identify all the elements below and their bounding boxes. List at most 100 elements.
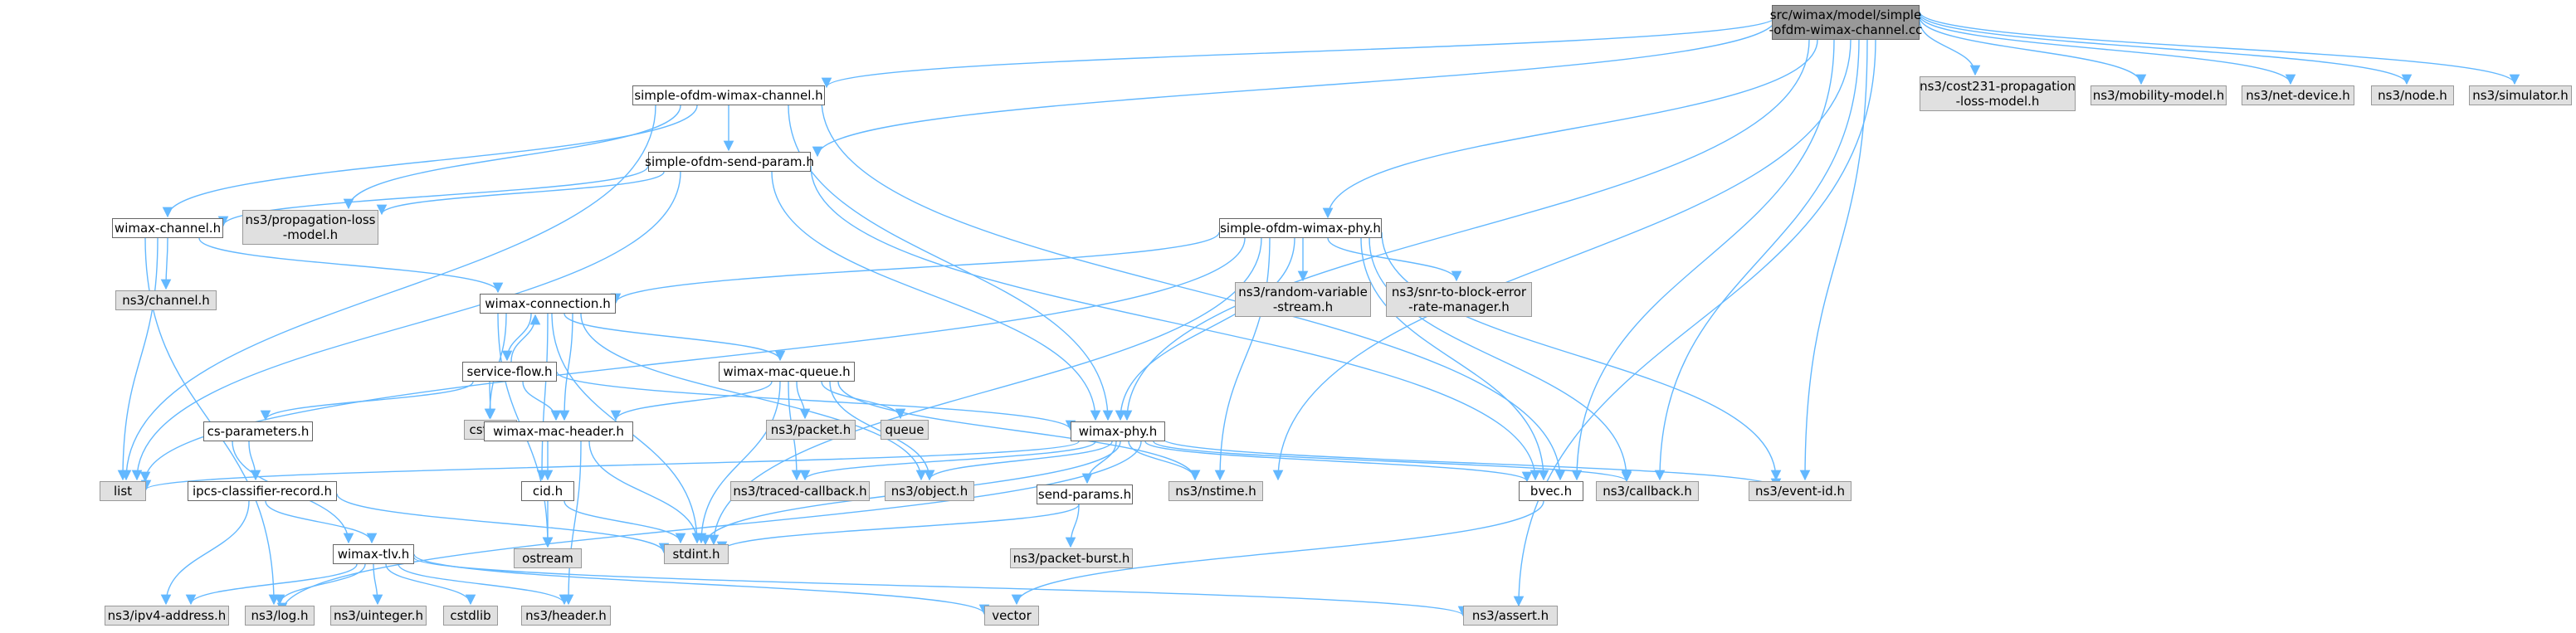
dependency-edge <box>139 237 1246 483</box>
dependency-edge <box>1011 500 1544 606</box>
node-propagation-loss-model[interactable]: ns3/propagation-loss -model.h <box>242 210 378 245</box>
node-cs-parameters-h[interactable]: cs-parameters.h <box>203 421 313 441</box>
dependency-edges <box>117 11 2520 617</box>
node-queue[interactable]: queue <box>881 420 929 440</box>
node-header-h[interactable]: ns3/header.h <box>521 606 611 626</box>
dependency-edge <box>376 171 665 216</box>
dependency-edge <box>1121 39 1810 421</box>
dependency-edge <box>372 563 383 606</box>
dependency-edge <box>385 563 476 606</box>
dependency-edge <box>413 557 1468 617</box>
node-root-file[interactable]: src/wimax/model/simple -ofdm-wimax-chann… <box>1769 5 1922 40</box>
node-event-id[interactable]: ns3/event-id.h <box>1749 481 1852 501</box>
node-ostream[interactable]: ostream <box>514 548 582 568</box>
dependency-edge <box>821 381 906 420</box>
node-simple-ofdm-wimax-channel-h[interactable]: simple-ofdm-wimax-channel.h <box>632 85 825 105</box>
node-callback-h[interactable]: ns3/callback.h <box>1596 481 1699 501</box>
dependency-edge <box>131 171 681 481</box>
node-wimax-connection-h[interactable]: wimax-connection.h <box>480 294 616 314</box>
dependency-edge <box>1799 39 1868 481</box>
dependency-edge <box>1115 237 1295 421</box>
node-cid-h[interactable]: cid.h <box>521 481 574 501</box>
dependency-edge <box>501 313 532 362</box>
dependency-edge <box>336 493 670 554</box>
dependency-edge <box>160 237 172 290</box>
dependency-edge <box>1327 237 1462 282</box>
node-stdint-h[interactable]: stdint.h <box>664 544 729 564</box>
dependency-edge <box>260 381 474 421</box>
node-random-variable-stream[interactable]: ns3/random-variable -stream.h <box>1235 282 1371 317</box>
dependency-edge <box>1381 231 1782 481</box>
node-bvec-h[interactable]: bvec.h <box>1519 481 1583 501</box>
dependency-edge <box>1919 11 2520 85</box>
node-net-device[interactable]: ns3/net-device.h <box>2242 85 2354 105</box>
node-list[interactable]: list <box>100 481 146 501</box>
dependency-edge <box>1513 39 1876 607</box>
dependency-edge <box>117 237 159 481</box>
dependency-edge <box>1272 39 1852 481</box>
dependency-edge <box>563 441 582 606</box>
dependency-edge <box>796 381 811 420</box>
dependency-edge <box>398 563 570 606</box>
dependency-edge <box>1128 441 1201 481</box>
dependency-edge <box>822 16 1777 89</box>
node-vector[interactable]: vector <box>984 606 1039 626</box>
dependency-edge <box>1144 441 1533 483</box>
dependency-edge <box>810 165 1541 481</box>
dependency-edge <box>1919 16 2147 85</box>
dependency-edge <box>564 313 786 362</box>
node-assert-h[interactable]: ns3/assert.h <box>1463 606 1558 626</box>
node-wimax-tlv-h[interactable]: wimax-tlv.h <box>333 544 414 564</box>
node-wimax-mac-queue-h[interactable]: wimax-mac-queue.h <box>719 362 855 382</box>
node-ipcs-classifier-record-h[interactable]: ipcs-classifier-record.h <box>188 481 337 501</box>
node-simple-ofdm-send-param-h[interactable]: simple-ofdm-send-param.h <box>645 152 814 172</box>
dependency-edge <box>1360 237 1549 481</box>
node-packet-burst[interactable]: ns3/packet-burst.h <box>1010 548 1133 568</box>
dependency-edge <box>343 105 681 210</box>
node-object-h[interactable]: ns3/object.h <box>885 481 974 501</box>
node-ipv4-address[interactable]: ns3/ipv4-address.h <box>105 606 229 626</box>
dependency-edge <box>274 563 366 606</box>
node-packet-h[interactable]: ns3/packet.h <box>766 420 856 440</box>
node-channel-h[interactable]: ns3/channel.h <box>115 290 217 310</box>
dependency-edge <box>1065 504 1080 548</box>
dependency-edge <box>1322 39 1818 219</box>
dependency-edge <box>771 171 1101 421</box>
dependency-edge <box>588 441 703 544</box>
dependency-edge <box>821 99 1566 481</box>
dependency-edge <box>610 381 773 421</box>
dependency-edge <box>564 500 686 544</box>
node-cstdlib[interactable]: cstdlib <box>443 606 498 626</box>
node-simulator[interactable]: ns3/simulator.h <box>2469 85 2572 105</box>
dependency-edge <box>799 441 1096 481</box>
dependency-edge <box>160 500 250 606</box>
node-cost231-propagation-loss-model[interactable]: ns3/cost231-propagation -loss-model.h <box>1920 76 2076 111</box>
node-simple-ofdm-wimax-phy-h[interactable]: simple-ofdm-wimax-phy.h <box>1219 218 1382 238</box>
dependency-edge <box>1214 237 1271 481</box>
dependency-edge <box>162 105 698 218</box>
node-snr-to-block-error-rate-manager[interactable]: ns3/snr-to-block-error -rate-manager.h <box>1386 282 1532 317</box>
node-send-params-h[interactable]: send-params.h <box>1037 484 1133 504</box>
node-service-flow-h[interactable]: service-flow.h <box>462 362 557 382</box>
dependency-edge <box>559 313 573 421</box>
dependency-edge <box>1368 237 1632 481</box>
dependency-edge <box>276 441 1142 614</box>
dependency-edge <box>1153 441 1632 483</box>
dependency-edge <box>829 381 935 481</box>
node-wimax-mac-header-h[interactable]: wimax-mac-header.h <box>484 421 633 441</box>
node-nstime[interactable]: ns3/nstime.h <box>1168 481 1263 501</box>
node-wimax-phy-h[interactable]: wimax-phy.h <box>1071 421 1165 441</box>
node-wimax-channel-h[interactable]: wimax-channel.h <box>112 218 223 238</box>
dependency-edge <box>812 17 1777 158</box>
node-traced-callback[interactable]: ns3/traced-callback.h <box>730 481 870 501</box>
dependency-edge <box>1919 19 1981 76</box>
node-uinteger[interactable]: ns3/uinteger.h <box>330 606 427 626</box>
dependency-edge <box>1161 437 1782 489</box>
node-node-h[interactable]: ns3/node.h <box>2371 85 2454 105</box>
dependency-edge <box>141 441 1080 491</box>
node-mobility-model[interactable]: ns3/mobility-model.h <box>2091 85 2227 105</box>
dependency-edge <box>556 371 1076 431</box>
node-log-h[interactable]: ns3/log.h <box>245 606 315 626</box>
dependency-edge <box>1571 39 1835 481</box>
